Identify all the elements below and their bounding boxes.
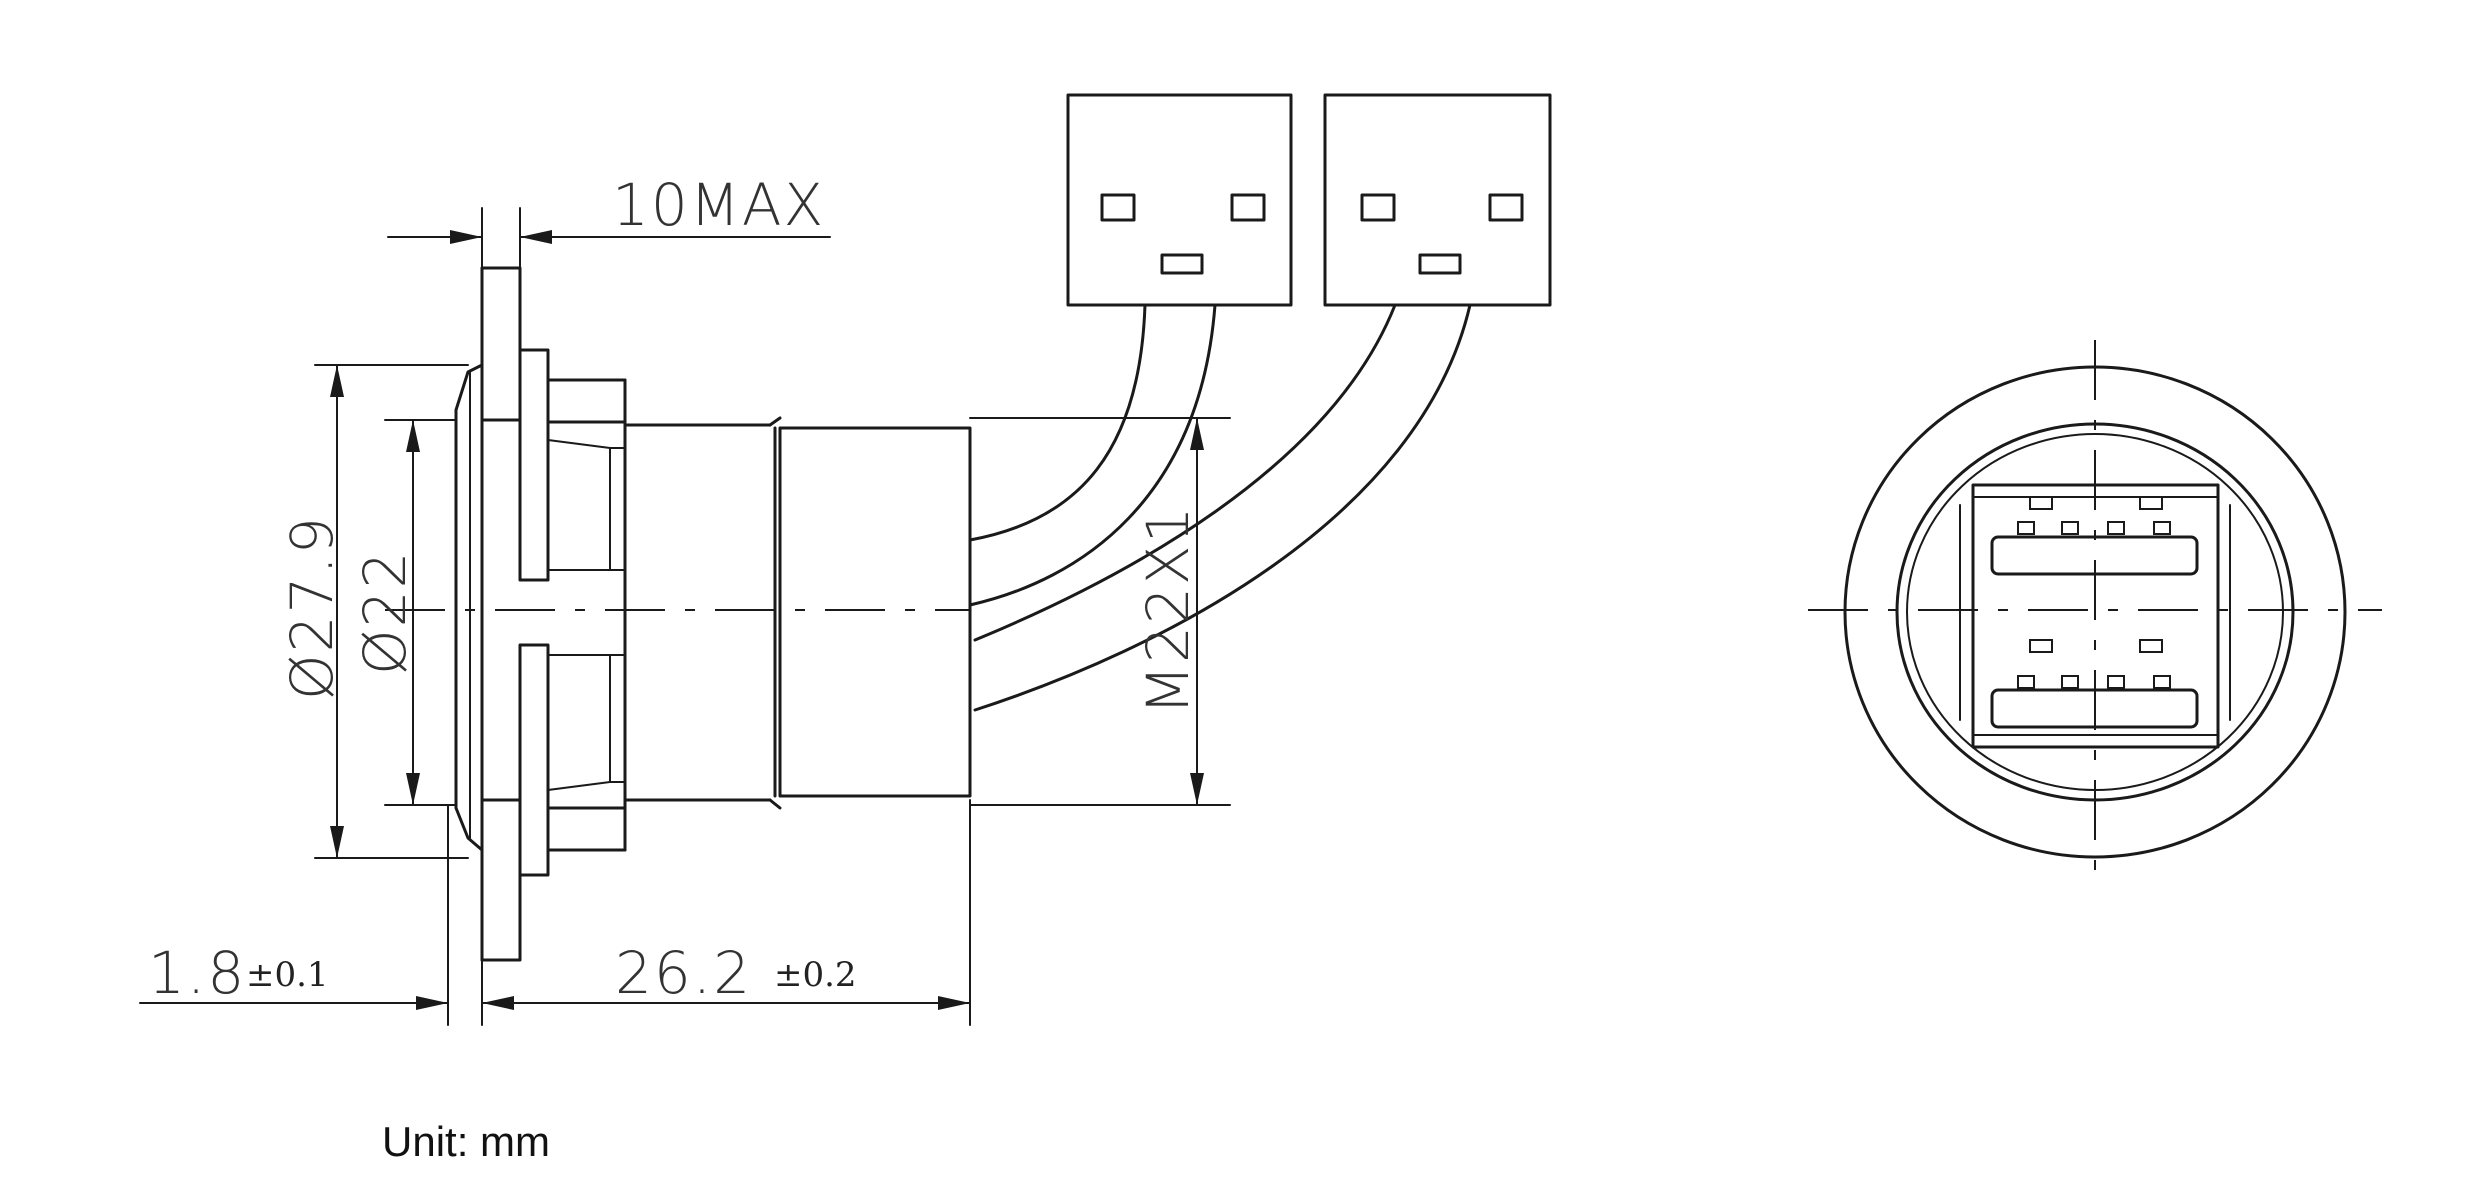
dim-flange-diameter: Ø27.9 bbox=[278, 364, 469, 859]
dim-10max: 10MAX bbox=[387, 171, 831, 269]
front-view bbox=[1808, 340, 2382, 880]
dim-body-length-tol: ±0.2 bbox=[774, 955, 857, 995]
dimensions: 10MAX Ø27.9 Ø22 M22X1 bbox=[139, 171, 1231, 1026]
dim-panel-thickness: 1.8 ±0.1 bbox=[139, 804, 521, 1026]
dim-body-diameter: Ø22 bbox=[351, 419, 457, 806]
dim-panel-thickness-tol: ±0.1 bbox=[246, 955, 329, 995]
dim-thread: M22X1 bbox=[969, 417, 1231, 806]
threaded-body bbox=[623, 416, 972, 810]
mounting-panel bbox=[480, 266, 522, 962]
dim-flange-diameter-label: Ø27.9 bbox=[278, 515, 346, 700]
unit-label: Unit: mm bbox=[382, 1118, 550, 1165]
usb-plug-left bbox=[1066, 93, 1293, 307]
dim-panel-thickness-label: 1.8 bbox=[148, 939, 246, 1007]
nut bbox=[518, 348, 627, 877]
dim-body-length: 26.2 ±0.2 bbox=[481, 799, 971, 1026]
usb-plug-right bbox=[1323, 93, 1552, 307]
dim-10max-label: 10MAX bbox=[612, 171, 825, 239]
dim-body-length-label: 26.2 bbox=[615, 939, 752, 1007]
front-flange bbox=[454, 363, 484, 852]
dim-thread-label: M22X1 bbox=[1134, 505, 1202, 715]
side-view bbox=[385, 93, 1552, 962]
dim-body-diameter-label: Ø22 bbox=[351, 550, 419, 675]
usb-cables bbox=[968, 303, 1472, 712]
